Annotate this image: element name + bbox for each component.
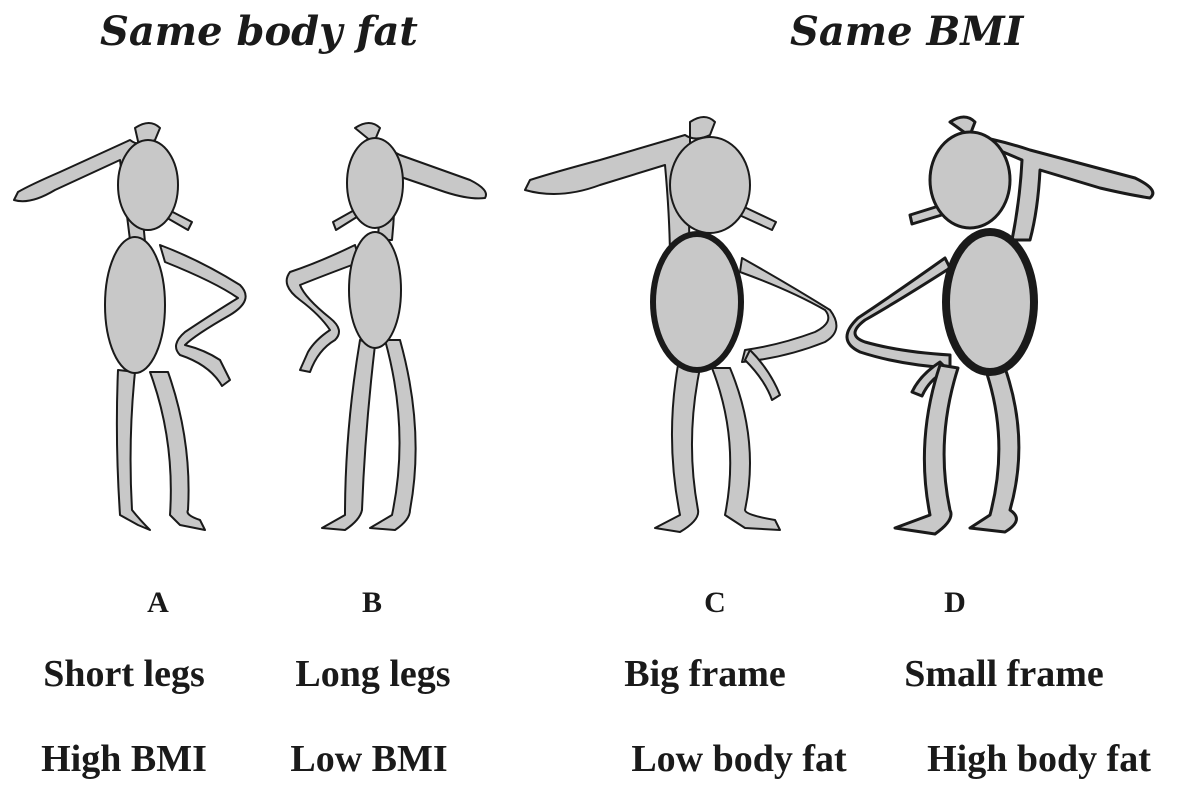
figure-a-line2: High BMI — [41, 737, 207, 781]
figure-a-letter: A — [147, 586, 169, 620]
figure-c-line2: Low body fat — [631, 737, 846, 781]
figure-b-letter: B — [362, 586, 382, 620]
figure-b-line1: Long legs — [295, 652, 450, 696]
figure-c — [525, 117, 836, 532]
figure-b — [287, 123, 486, 530]
figure-d-line1: Small frame — [904, 652, 1103, 696]
figure-b-line2: Low BMI — [290, 737, 447, 781]
figure-a — [14, 123, 246, 530]
figure-c-letter: C — [704, 586, 726, 620]
figure-c-line1: Big frame — [624, 652, 785, 696]
figure-a-line1: Short legs — [43, 652, 205, 696]
figure-d-line2: High body fat — [927, 737, 1151, 781]
figure-d — [847, 117, 1153, 534]
figure-d-letter: D — [944, 586, 966, 620]
